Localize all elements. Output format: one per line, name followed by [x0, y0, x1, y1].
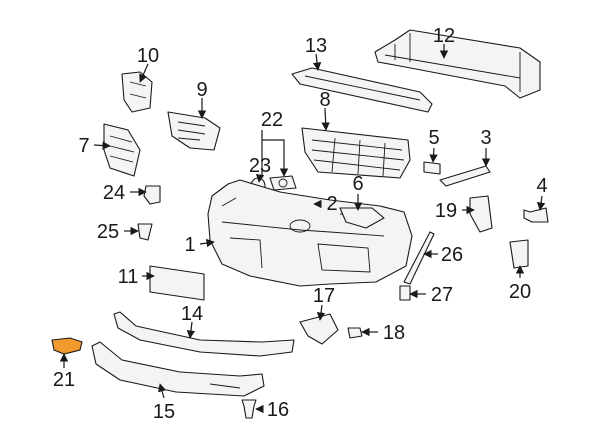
callout-21: 21	[53, 369, 75, 391]
callout-17: 17	[313, 285, 335, 307]
part-9-fog-bezel	[167, 111, 221, 151]
part-18-bolt	[347, 327, 363, 339]
part-27-clip	[399, 285, 411, 301]
part-24-plate	[143, 185, 161, 205]
callout-18: 18	[383, 322, 405, 344]
callout-3: 3	[480, 127, 491, 149]
callout-25: 25	[97, 221, 119, 243]
callout-23: 23	[249, 155, 271, 177]
callout-16: 16	[267, 399, 289, 421]
part-17-bracket	[299, 313, 339, 345]
part-21-highlighted	[51, 337, 83, 355]
callout-26: 26	[441, 244, 463, 266]
callout-4: 4	[536, 175, 547, 197]
callout-19: 19	[435, 200, 457, 222]
callout-15: 15	[153, 401, 175, 423]
part-6-bracket	[339, 207, 385, 229]
callout-22: 22	[261, 109, 283, 131]
callout-6: 6	[352, 173, 363, 195]
part-1-bumper-cover	[207, 179, 413, 287]
callout-1: 1	[184, 234, 195, 256]
part-26-trim	[403, 231, 435, 285]
callout-8: 8	[319, 89, 330, 111]
callout-14: 14	[181, 303, 203, 325]
part-16-bolt	[241, 399, 257, 419]
callout-labels: 10 9 7 8 13 12 5 3 4 22 23 2 6 19 24 25 …	[53, 25, 548, 423]
part-3-bracket	[439, 165, 491, 187]
callout-20: 20	[509, 281, 531, 303]
part-15-spoiler	[91, 341, 265, 397]
callout-10: 10	[137, 45, 159, 67]
part-10-bracket	[121, 71, 153, 113]
callout-2: 2	[326, 193, 337, 215]
part-4-screw	[523, 207, 549, 223]
part-7-side-grille	[103, 123, 141, 177]
part-5-clip	[423, 161, 441, 175]
callout-13: 13	[305, 35, 327, 57]
callout-24: 24	[103, 182, 125, 204]
callout-27: 27	[431, 284, 453, 306]
part-14-lower-lip	[113, 311, 295, 357]
callout-7: 7	[78, 135, 89, 157]
part-19-bracket	[469, 195, 493, 233]
part-20-bracket	[509, 239, 529, 269]
callout-5: 5	[428, 127, 439, 149]
part-8-center-grille	[301, 127, 411, 179]
leader-lines	[59, 44, 546, 414]
part-22-sensor-holder	[269, 175, 297, 191]
part-12-bumper-reinforcement	[374, 29, 541, 99]
part-13-energy-absorber	[291, 67, 433, 113]
callout-12: 12	[433, 25, 455, 47]
callout-11: 11	[118, 266, 139, 288]
part-25-clip	[137, 223, 153, 241]
part-11-license-plate	[149, 265, 205, 301]
callout-9: 9	[196, 79, 207, 101]
